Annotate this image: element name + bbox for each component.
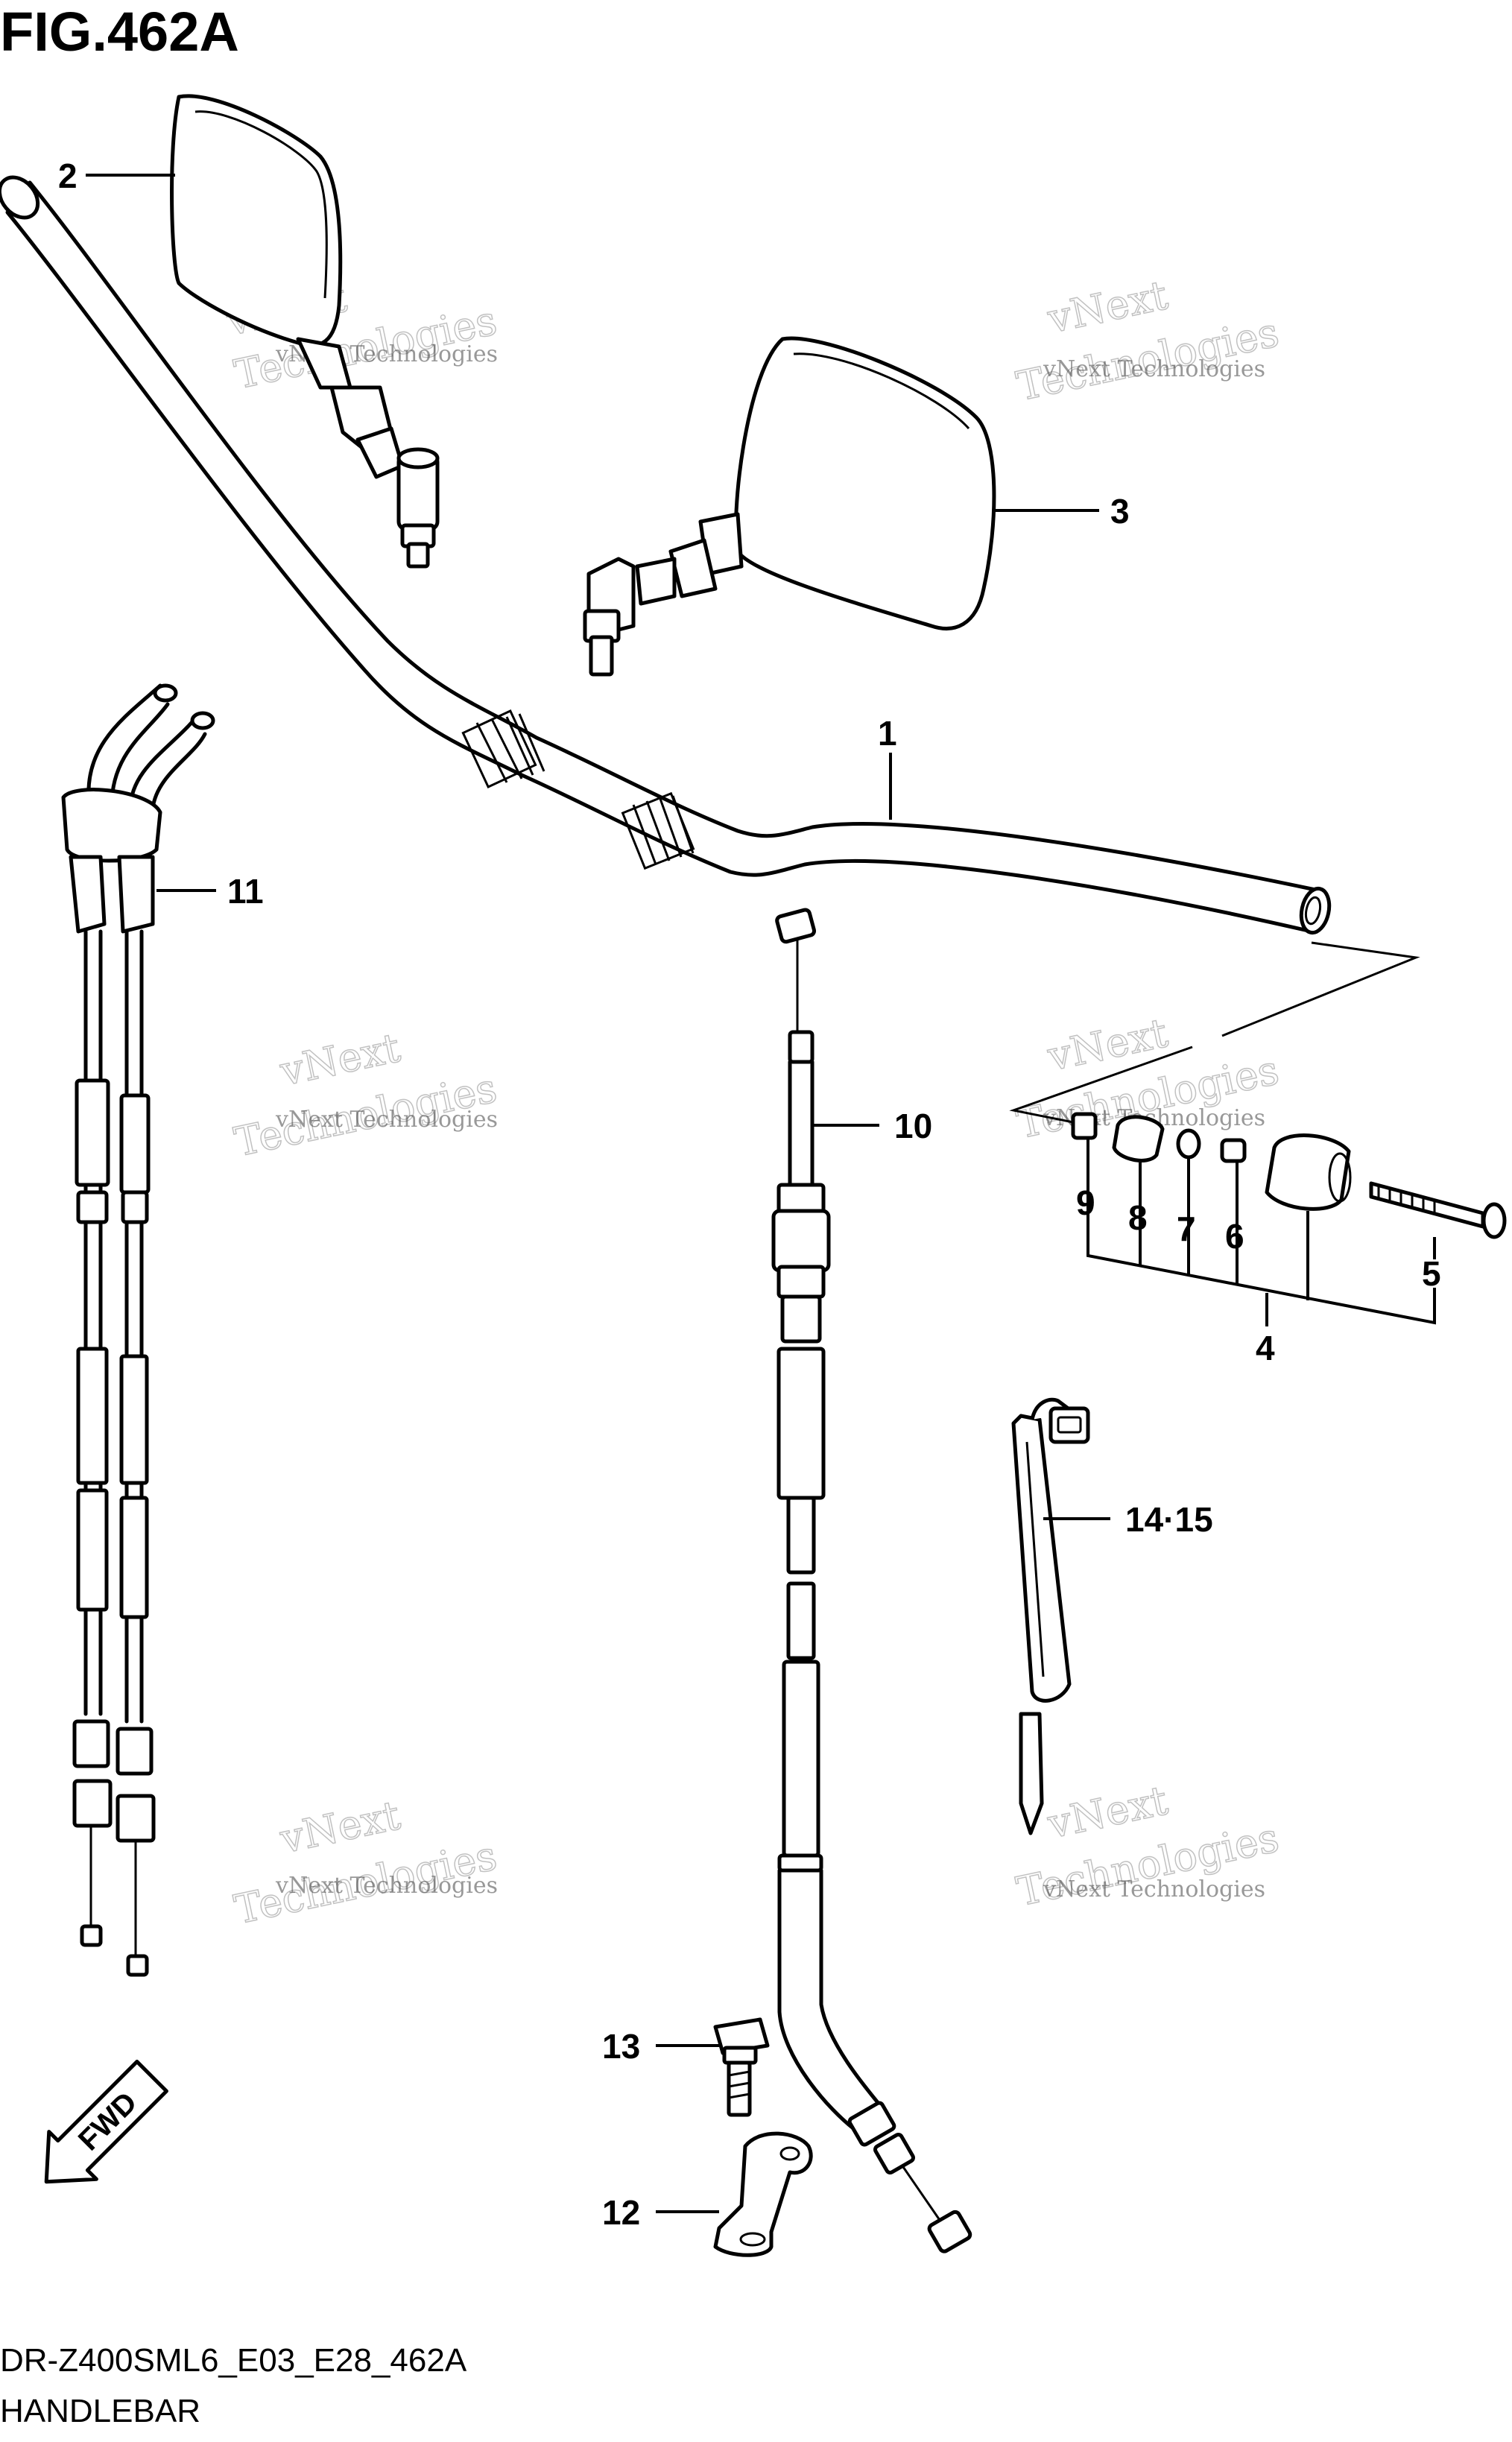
- svg-text:vNext: vNext: [1043, 271, 1172, 343]
- part-6: [1220, 1138, 1247, 1163]
- svg-text:8: 8: [1128, 1198, 1148, 1237]
- svg-text:1: 1: [878, 714, 897, 753]
- callout-2: 2: [58, 156, 175, 195]
- right-mirror-part-3: [583, 336, 996, 677]
- bolt-part-13: [713, 2017, 770, 2117]
- svg-text:2: 2: [58, 156, 78, 195]
- svg-text:14·15: 14·15: [1125, 1500, 1213, 1539]
- svg-text:13: 13: [602, 2027, 640, 2066]
- callout-10: 10: [812, 1107, 932, 1145]
- svg-text:vNext Technologies: vNext Technologies: [1043, 1876, 1265, 1902]
- callout-13: 13: [602, 2027, 719, 2066]
- svg-text:vNext: vNext: [276, 1024, 405, 1095]
- part-5-bolt: [1369, 1181, 1507, 1239]
- cable-tie-part-14-15: [1011, 1397, 1090, 1835]
- bar-end-assembly-part-4: [1009, 941, 1507, 1239]
- clamp-part-12: [713, 2131, 813, 2257]
- part-7: [1176, 1128, 1201, 1160]
- handlebar-part-1: [0, 175, 1332, 935]
- svg-text:vNext: vNext: [1043, 1777, 1172, 1848]
- callout-4-bracket: 4 5 6 7 8 9: [1076, 1138, 1441, 1367]
- svg-text:10: 10: [894, 1107, 932, 1145]
- svg-text:vNext: vNext: [276, 1791, 405, 1863]
- svg-text:vNext Technologies: vNext Technologies: [275, 1873, 498, 1899]
- svg-text:7: 7: [1177, 1209, 1196, 1248]
- figure-name: HANDLEBAR: [0, 2393, 200, 2429]
- forward-direction-badge: FWD: [44, 2060, 168, 2184]
- svg-text:11: 11: [227, 872, 264, 911]
- svg-text:vNext Technologies: vNext Technologies: [1043, 356, 1265, 382]
- svg-text:5: 5: [1422, 1254, 1441, 1293]
- callout-12: 12: [602, 2193, 719, 2232]
- part-9: [1071, 1112, 1098, 1140]
- svg-text:3: 3: [1110, 492, 1130, 531]
- figure-title: FIG.462A: [0, 1, 239, 63]
- svg-text:vNext: vNext: [1043, 1009, 1172, 1081]
- svg-text:4: 4: [1256, 1329, 1275, 1367]
- svg-text:9: 9: [1076, 1183, 1095, 1222]
- part-8: [1112, 1115, 1165, 1163]
- figure-code: DR-Z400SML6_E03_E28_462A: [0, 2342, 467, 2379]
- callout-11: 11: [156, 872, 264, 911]
- left-mirror-part-2: [170, 94, 440, 569]
- svg-text:12: 12: [602, 2193, 640, 2232]
- throttle-cables-part-11: [61, 683, 215, 1977]
- clutch-cable-part-10: [771, 908, 972, 2253]
- svg-text:vNext Technologies: vNext Technologies: [275, 1107, 498, 1133]
- svg-text:6: 6: [1225, 1217, 1244, 1256]
- callout-14-15: 14·15: [1043, 1500, 1213, 1539]
- callout-3: 3: [995, 492, 1130, 531]
- callout-1: 1: [878, 714, 897, 820]
